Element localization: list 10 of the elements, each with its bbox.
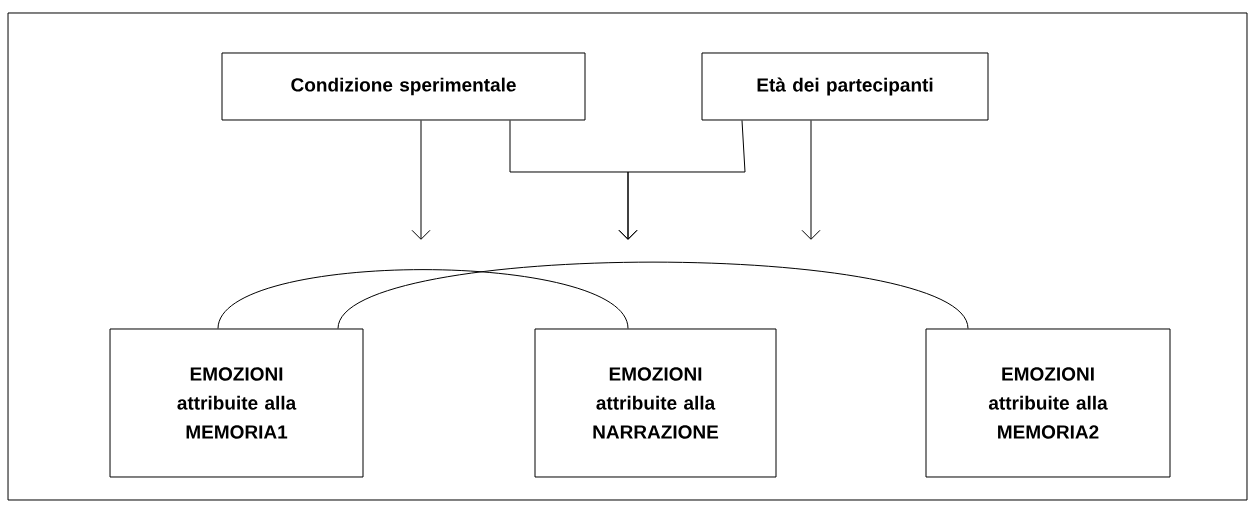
box: Condizione sperimentale — [221, 52, 586, 121]
arrow — [411, 120, 431, 240]
connector-arc — [217, 269, 629, 329]
box: EMOZIONI attribuite alla MEMORIA2 — [925, 328, 1171, 478]
connector-arc — [337, 261, 969, 329]
box: EMOZIONI attribuite alla NARRAZIONE — [534, 328, 777, 478]
arrow — [801, 120, 821, 240]
box: Età dei partecipanti — [701, 52, 989, 121]
box: EMOZIONI attribuite alla MEMORIA1 — [109, 328, 364, 478]
arrow — [618, 120, 746, 240]
